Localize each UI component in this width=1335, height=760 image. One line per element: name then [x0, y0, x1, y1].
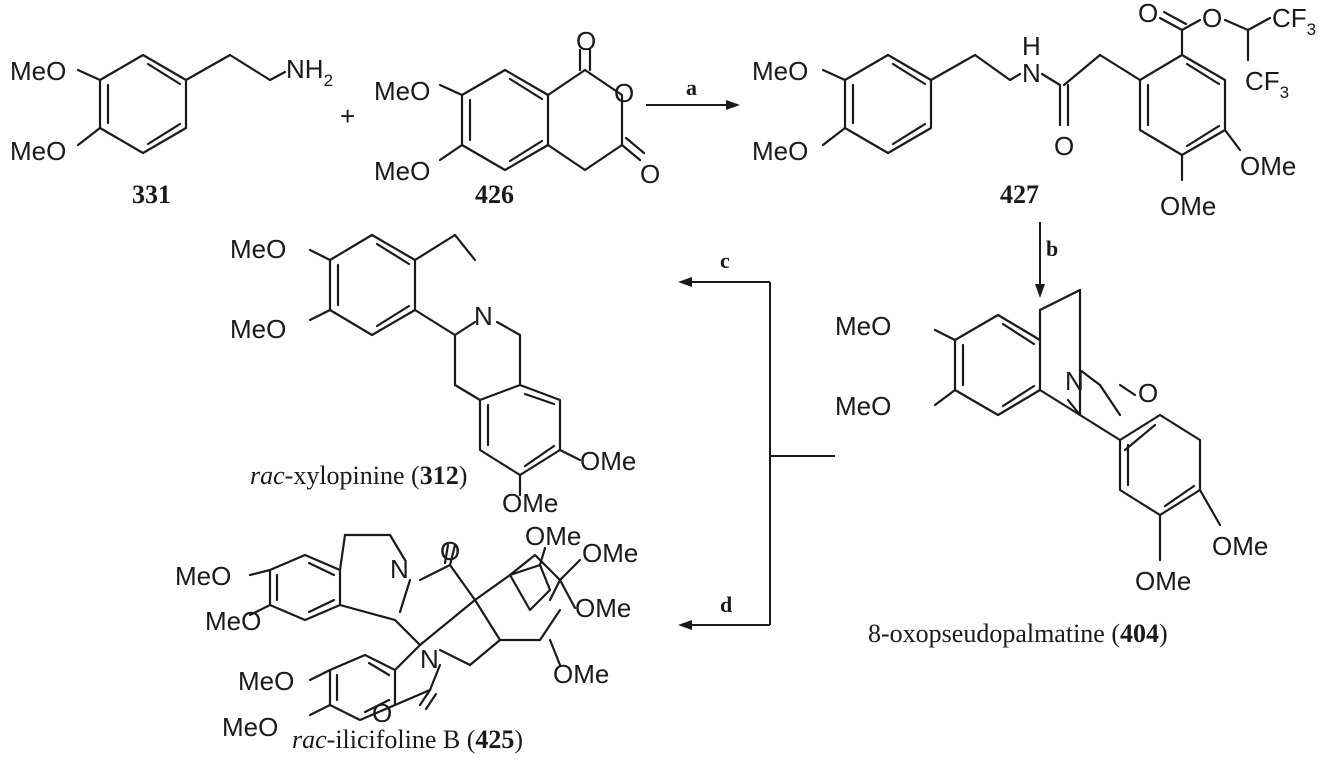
hydrogen-label: H [1022, 31, 1041, 61]
methoxy-label: OMe [1160, 191, 1216, 221]
compound-427-structure: MeO MeO H N O O O CF3 CF3 OMe OMe [752, 0, 1316, 221]
methoxy-label: OMe [1240, 151, 1296, 181]
ester-oxygen-label: O [1138, 0, 1158, 28]
ring-nitrogen-label: N [474, 301, 493, 331]
methoxy-label: MeO [10, 56, 66, 86]
methoxy-label: OMe [525, 521, 581, 551]
ester-oxygen-label: O [1202, 3, 1222, 33]
carbonyl-oxygen-label: O [440, 536, 460, 566]
methoxy-label: OMe [502, 488, 558, 518]
compound-331-structure: MeO MeO NH2 [10, 53, 333, 166]
methoxy-label: OMe [553, 659, 609, 689]
plus-sign: + [340, 101, 355, 131]
methoxy-label: MeO [230, 314, 286, 344]
methoxy-label: MeO [175, 561, 231, 591]
trifluoromethyl-label: CF3 [1245, 66, 1289, 102]
reaction-arrow-b [1035, 222, 1045, 298]
methoxy-label: MeO [238, 666, 294, 696]
amide-oxygen-label: O [1054, 131, 1074, 161]
compound-427-number: 427 [1000, 180, 1039, 209]
methoxy-label: OMe [1135, 566, 1191, 596]
step-label-c: c [720, 248, 730, 273]
lactam-oxygen-label: O [372, 698, 392, 728]
methoxy-label: MeO [222, 712, 278, 742]
ring-oxygen-label: O [614, 78, 634, 108]
methoxy-label: OMe [582, 538, 638, 568]
methoxy-label: MeO [374, 76, 430, 106]
step-label-d: d [720, 592, 732, 617]
amide-nitrogen-label: N [1022, 58, 1041, 88]
methoxy-label: MeO [835, 391, 891, 421]
compound-331-number: 331 [132, 180, 171, 209]
step-label-b: b [1046, 236, 1058, 261]
step-label-a: a [686, 75, 697, 100]
carbonyl-oxygen-label: O [640, 159, 660, 189]
compound-404-name: 8-oxopseudopalmatine (404) [868, 619, 1168, 648]
compound-404-structure: MeO MeO N O OMe OMe [835, 288, 1268, 596]
amine-label: NH2 [286, 54, 333, 90]
methoxy-label: OMe [1212, 531, 1268, 561]
compound-426-structure: MeO MeO O O O [374, 26, 660, 189]
ring-nitrogen-label: N [390, 554, 409, 584]
trifluoromethyl-label: CF3 [1272, 3, 1316, 39]
compound-425-structure: MeO MeO N O OMe OMe OMe OMe N MeO MeO O [175, 521, 638, 742]
methoxy-label: MeO [10, 136, 66, 166]
methoxy-label: MeO [230, 234, 286, 264]
compound-425-name: rac-ilicifoline B (425) [292, 725, 523, 754]
lactam-oxygen-label: O [1138, 378, 1158, 408]
methoxy-label: MeO [752, 136, 808, 166]
methoxy-label: MeO [835, 311, 891, 341]
methoxy-label: MeO [205, 606, 261, 636]
compound-312-structure: MeO MeO N OMe OMe [230, 233, 636, 518]
ring-nitrogen-label: N [1065, 366, 1084, 396]
compound-426-number: 426 [475, 180, 514, 209]
reaction-arrow-a [646, 100, 740, 110]
methoxy-label: OMe [580, 446, 636, 476]
ring-nitrogen-label: N [420, 644, 439, 674]
branch-connector [678, 277, 835, 630]
compound-312-name: rac-xylopinine (312) [250, 461, 467, 490]
methoxy-label: MeO [374, 156, 430, 186]
methoxy-label: OMe [575, 593, 631, 623]
methoxy-label: MeO [752, 56, 808, 86]
carbonyl-oxygen-label: O [576, 26, 596, 56]
